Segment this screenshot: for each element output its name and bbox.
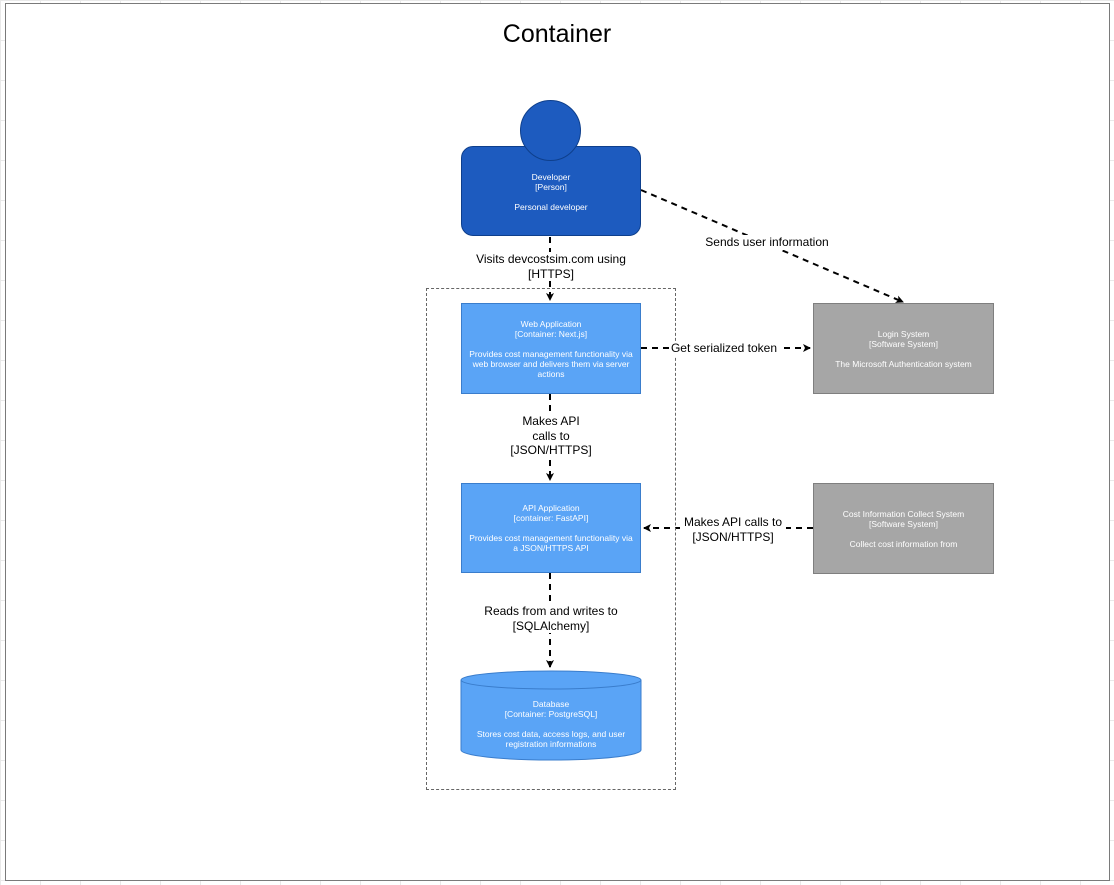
- api-app-description: Provides cost management functionality v…: [469, 533, 633, 553]
- database-type: [Container: PostgreSQL]: [504, 709, 598, 719]
- login-system-name: Login System: [877, 328, 930, 339]
- edge-label-dev-to-login: Sends user information: [700, 235, 834, 250]
- web-app-description: Provides cost management functionality v…: [469, 348, 633, 379]
- edge-label-line: Makes API calls to: [683, 515, 783, 529]
- edge-label-api-to-db: Reads from and writes to [SQLAlchemy]: [478, 604, 624, 633]
- cost-system-type: [Software System]: [869, 518, 938, 529]
- edge-label-line: [JSON/HTTPS]: [692, 529, 774, 544]
- diagram-title: Container: [502, 20, 612, 48]
- edge-label-line: [JSON/HTTPS]: [510, 443, 592, 457]
- database-node: Database [Container: PostgreSQL] Stores …: [461, 692, 641, 756]
- cost-system-name: Cost Information Collect System: [842, 508, 965, 519]
- api-app-type: [container: FastAPI]: [513, 513, 589, 523]
- api-app-name: API Application: [522, 503, 580, 513]
- developer-node: Developer [Person] Personal developer: [461, 162, 641, 222]
- developer-person-head: [520, 100, 581, 161]
- edge-label-line: Sends user information: [705, 235, 829, 249]
- database-cylinder: [460, 670, 642, 761]
- edge-label-line: [HTTPS]: [527, 266, 574, 281]
- database-description: Stores cost data, access logs, and user …: [476, 729, 626, 749]
- cost-system-node: Cost Information Collect System [Softwar…: [813, 483, 994, 574]
- edge-label-web-to-login: Get serialized token: [669, 341, 779, 356]
- container-boundary: [426, 288, 676, 790]
- edge-label-web-to-api: Makes API calls to [JSON/HTTPS]: [496, 414, 606, 458]
- login-system-node: Login System [Software System] The Micro…: [813, 303, 994, 394]
- login-system-description: The Microsoft Authentication system: [835, 358, 972, 369]
- edge-label-line: [SQLAlchemy]: [512, 618, 590, 633]
- edge-label-line: Get serialized token: [670, 341, 778, 355]
- edge-dev-to-login: [640, 189, 904, 303]
- developer-description: Personal developer: [514, 202, 588, 212]
- edge-label-line: Makes API: [522, 414, 580, 428]
- edge-label-cost-to-api: Makes API calls to [JSON/HTTPS]: [680, 515, 786, 544]
- web-app-type: [Container: Next.js]: [514, 328, 588, 339]
- edge-label-line: calls to: [532, 428, 570, 443]
- edge-label-line: Reads from and writes to: [484, 604, 618, 618]
- api-application-node: API Application [container: FastAPI] Pro…: [461, 483, 641, 573]
- web-app-name: Web Application: [520, 318, 582, 329]
- edge-label-dev-to-web: Visits devcostsim.com using [HTTPS]: [466, 252, 636, 281]
- web-application-node: Web Application [Container: Next.js] Pro…: [461, 303, 641, 394]
- edge-label-line: Visits devcostsim.com using: [476, 252, 626, 266]
- database-name: Database: [532, 699, 570, 709]
- developer-type: [Person]: [535, 182, 567, 192]
- developer-name: Developer: [531, 172, 571, 182]
- login-system-type: [Software System]: [869, 338, 938, 349]
- cost-system-description: Collect cost information from: [849, 538, 958, 549]
